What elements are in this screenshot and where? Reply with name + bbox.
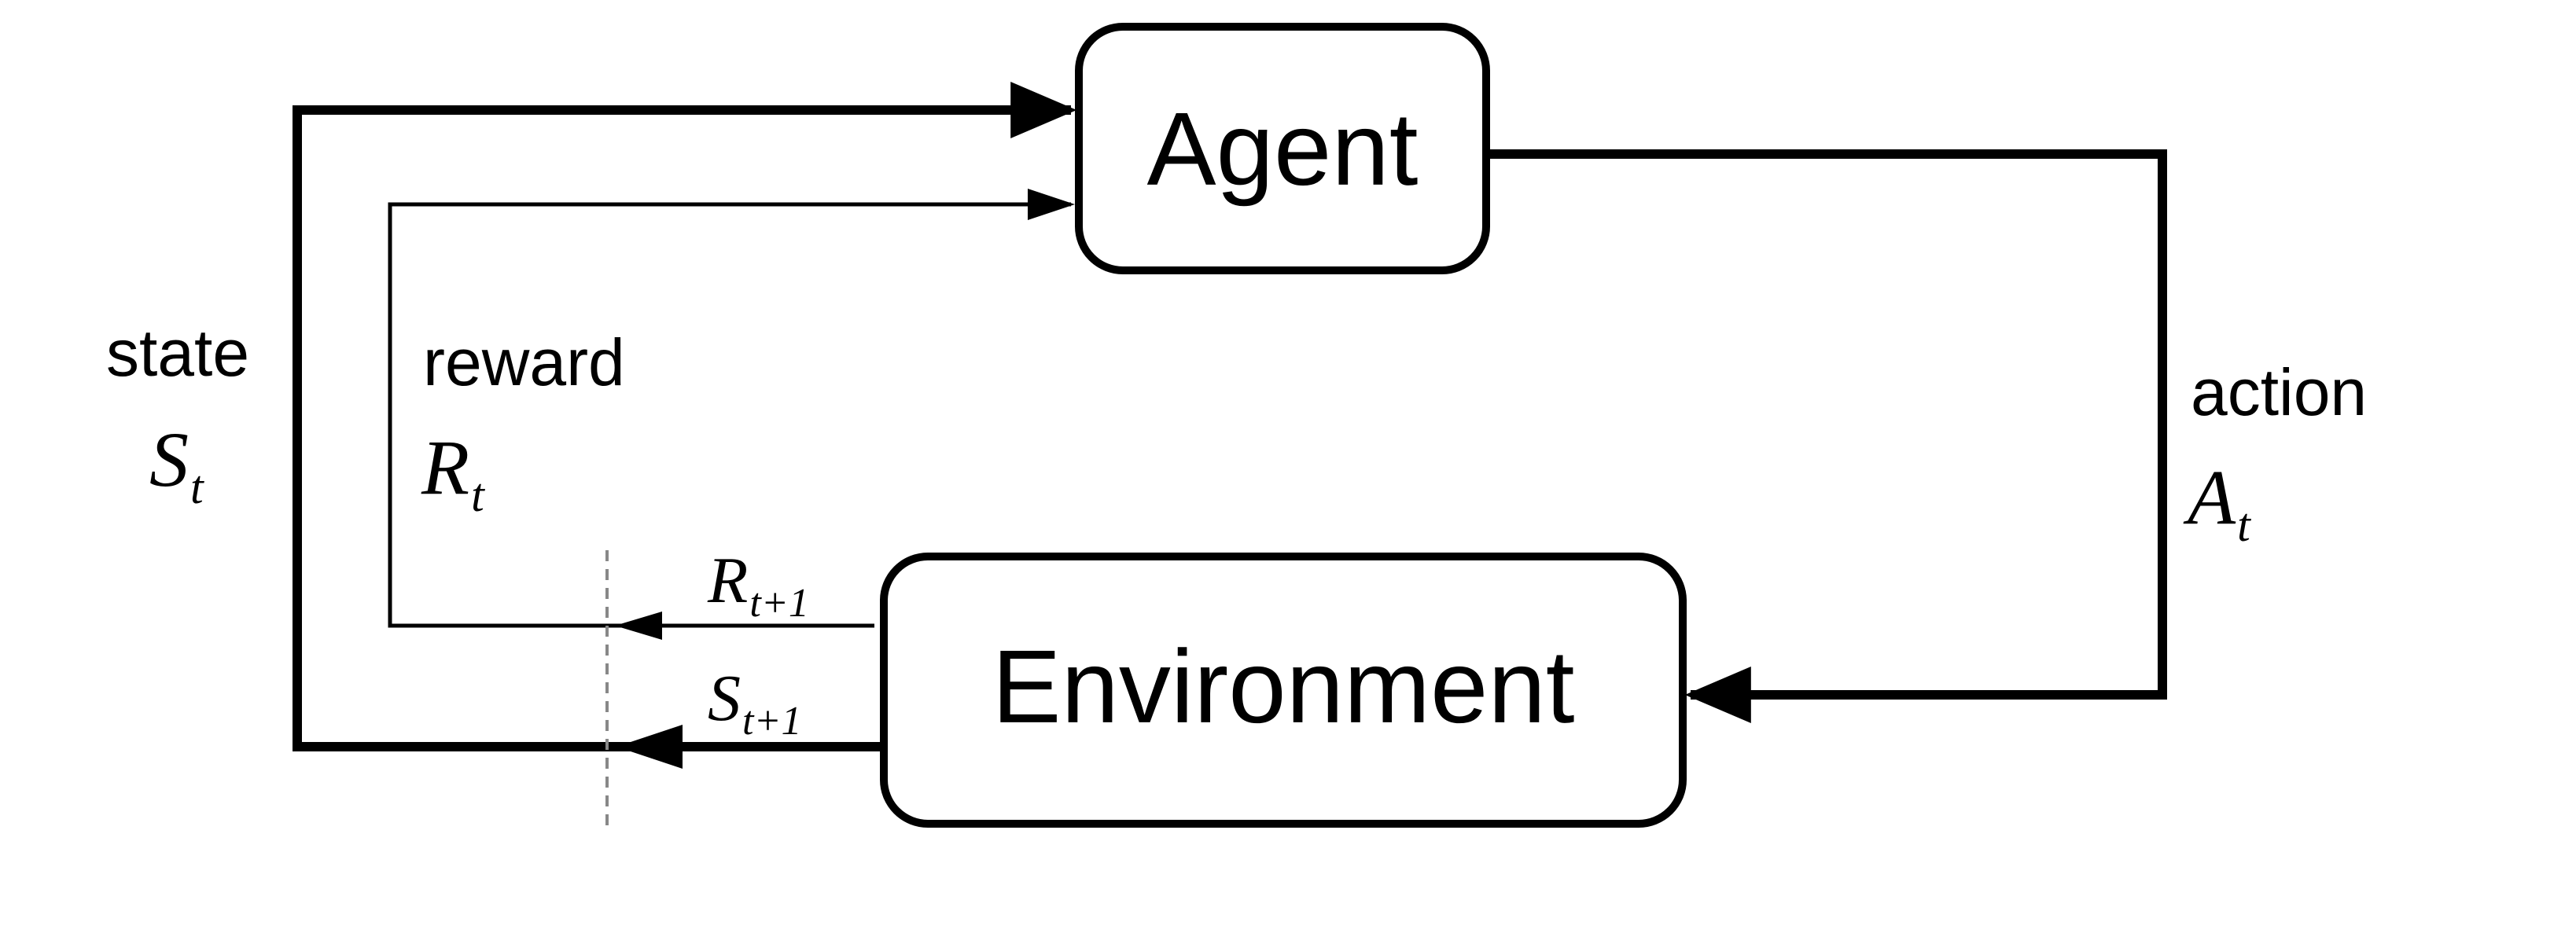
action-label-group: action At <box>2183 355 2367 551</box>
action-word: action <box>2191 355 2367 429</box>
environment-box <box>880 553 1687 828</box>
state-symbol: St <box>149 416 204 513</box>
agent-node: Agent <box>1075 23 1490 274</box>
agent-label: Agent <box>1147 91 1419 207</box>
state-label-group: state St <box>106 316 249 513</box>
reward-symbol: Rt <box>421 424 485 521</box>
next-reward-symbol: Rt+1 <box>707 544 809 626</box>
state-edge <box>293 82 1077 751</box>
reward-edge <box>388 189 1075 628</box>
next-reward-arrowhead <box>615 612 662 640</box>
next-state-symbol: St+1 <box>708 662 802 744</box>
action-edge <box>1486 149 2167 723</box>
reward-word: reward <box>423 325 625 399</box>
environment-label: Environment <box>992 629 1574 744</box>
agent-box <box>1075 23 1490 274</box>
environment-node: Environment <box>880 553 1687 828</box>
next-state-arrowhead <box>616 725 683 769</box>
reward-label-group: reward Rt <box>421 325 625 521</box>
action-symbol: At <box>2183 454 2251 551</box>
state-word: state <box>106 316 249 390</box>
